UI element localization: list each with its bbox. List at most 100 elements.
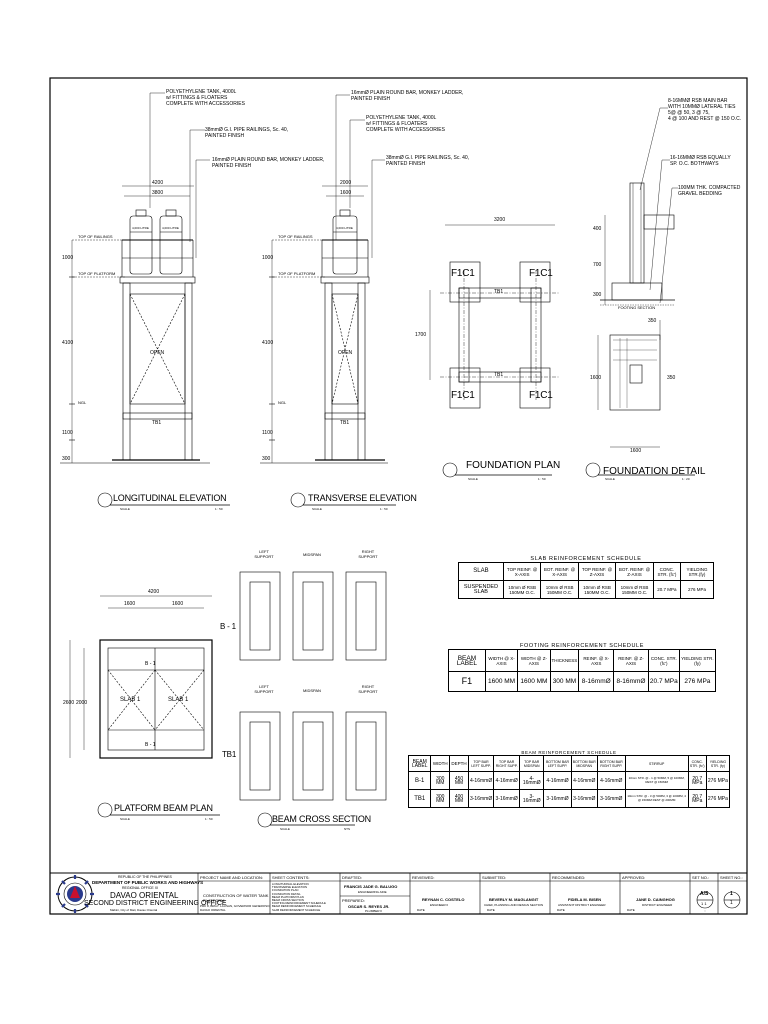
fd-dim-1600-side: 1600: [590, 375, 602, 381]
beam-r1-c6: 3-16mmØ: [543, 789, 572, 808]
fp-footing-label-tl: F1C1: [451, 268, 475, 279]
slab-cell-5: 20.7 MPa: [652, 580, 682, 599]
beam-r0-c10: 20.7 MPa: [687, 771, 707, 790]
tb-reviewed-role: ENGINEER II: [430, 903, 449, 907]
long-dim-300: 300: [62, 456, 71, 462]
tb-recommended-name: FIDELA M. BISEN: [568, 897, 602, 902]
beam-hdr-0: BEAM LABEL: [407, 755, 432, 772]
beam-r1-c9: 10mm STR. @ - 3 @ 50MM, 3 @ 100MM, 4 @ 1…: [624, 789, 689, 808]
slab-hdr-slab: SLAB: [458, 562, 504, 581]
tb-recommended-hdr: RECOMMENDED:: [552, 875, 586, 880]
long-dim-1100: 1100: [62, 430, 73, 436]
tb-set-hdr: SET NO.:: [692, 875, 710, 880]
slab-hdr-4: BOT. REINF. @ Z-AXIS: [615, 562, 654, 581]
beam-r0-c6: 4-16mmØ: [543, 771, 572, 790]
beam-hdr-2: DEPTH: [449, 755, 469, 772]
tb-office-addr: Mabini, City of Mati, Davao Oriental: [110, 908, 158, 912]
beam-hdr-5: TOP BAR MIDSPAN: [519, 755, 545, 772]
long-dim-4200: 4200: [152, 180, 164, 186]
pb-beam-top: B - 1: [145, 661, 156, 667]
long-open-label: OPEN: [150, 350, 165, 356]
slab-hdr-6: YIELDING STR.(fy): [680, 562, 714, 581]
pb-beam-bottom: B - 1: [145, 742, 156, 748]
longitudinal-elevation-drawing: [60, 92, 210, 464]
slab-schedule-title: SLAB REINFORCEMENT SCHEDULE: [530, 556, 642, 562]
beam-r0-c8: 4-16mmØ: [596, 771, 626, 790]
footing-cell-5: 8-16mmØ: [613, 671, 649, 692]
bcs-scale-right: NTS: [344, 827, 350, 831]
long-tank-label-2: 4,000 LITRE: [162, 226, 179, 230]
slab-cell-3: 10mm Ø RSB 150MM O.C.: [577, 580, 617, 599]
fp-footing-label-tr: F1C1: [529, 268, 553, 279]
footing-hdr-2: WIDTH @ Z-AXIS: [517, 649, 551, 672]
fp-dim-1700: 1700: [415, 332, 427, 338]
fd-dim-350-top: 350: [648, 318, 657, 324]
footing-cell-2: 1600 MM: [517, 671, 551, 692]
beam-r0-c1: 300 MM: [430, 771, 451, 790]
slab-hdr-5: CONC. STR. (fc'): [652, 562, 682, 581]
fp-footing-label-bl: F1C1: [451, 390, 475, 401]
tb-set-bot: 1 1: [701, 901, 707, 906]
pb-scale-left: SCALE: [120, 817, 130, 821]
trans-level-platform: TOP OF PLATFORM: [278, 271, 316, 276]
long-scale-left: SCALE: [120, 507, 130, 511]
fd-dim-1600-bottom: 1600: [630, 448, 642, 454]
beam-schedule-title: BEAM REINFORCEMENT SCHEDULE: [521, 750, 617, 755]
footing-schedule-table: FOOTING REINFORCEMENT SCHEDULE BEAM LABE…: [448, 643, 717, 692]
pb-title: PLATFORM BEAM PLAN: [114, 803, 213, 813]
long-tank-label-1: 4,000 LITRE: [132, 226, 149, 230]
trans-beam-label: TB1: [340, 420, 350, 426]
slab-cell-2: 10mm Ø RSB 150MM O.C.: [540, 580, 579, 599]
beam-r1-c2: 400 MM: [449, 789, 469, 808]
pb-dim-1600-right: 1600: [172, 601, 184, 607]
bcs-row-b1: B - 1: [220, 622, 236, 631]
beam-cross-section-drawing: [239, 571, 387, 828]
bcs-row-tb1: TB1: [222, 750, 237, 759]
beam-r0-c7: 4-16mmØ: [570, 771, 598, 790]
trans-dim-4100: 4100: [262, 340, 274, 346]
tb-set-top: A/S: [700, 891, 709, 897]
foundation-plan-drawing: [429, 224, 560, 478]
footing-cell-3: 300 MM: [549, 671, 580, 692]
beam-r1-c0: TB1: [407, 789, 432, 808]
beam-r0-c3: 4-16mmØ: [467, 771, 495, 790]
beam-r0-c2: 450 MM: [449, 771, 469, 790]
pb-scale-right: 1 : 50: [205, 817, 213, 821]
fp-footing-label-br: F1C1: [529, 390, 553, 401]
footing-hdr-3: THICKNESS: [549, 649, 580, 672]
platform-beam-plan-drawing: [69, 595, 220, 818]
trans-scale-left: SCALE: [312, 507, 322, 511]
trans-scale-right: 1 : 50: [380, 507, 388, 511]
bcs-scale-left: SCALE: [280, 827, 290, 831]
tb-reviewed-name: REYNAN C. COSTELO: [422, 897, 465, 902]
bcs-top-mid: MIDSPAN: [303, 552, 321, 557]
tb-submitted-hdr: SUBMITTED:: [482, 875, 507, 880]
trans-open-label: OPEN: [338, 350, 353, 356]
tb-approved-name: JANE D. CAINGHOG: [636, 897, 675, 902]
tb-drafted-hdr: DRAFTED:: [342, 875, 362, 880]
slab-hdr-2: BOT. REINF. @ X-AXIS: [540, 562, 579, 581]
tb-prepared-role: PLUMBER II: [365, 909, 383, 913]
trans-callout-ladder: 16mmØ PLAIN ROUND BAR, MONKEY LADDER,PAI…: [351, 90, 464, 102]
slab-cell-1: 10mm Ø RSB 150MM O.C.: [502, 580, 542, 599]
tb-approved-hdr: APPROVED:: [622, 875, 646, 880]
beam-r1-c4: 3-16mmØ: [493, 789, 521, 808]
pb-dim-2600: 2600: [63, 700, 75, 706]
tb-submitted-role: CHIEF, PLANNING AND DESIGN SECTION: [484, 903, 544, 907]
footing-cell-4: 8-16mmØ: [578, 671, 615, 692]
footing-cell-0: F1: [448, 671, 486, 692]
footing-hdr-1: WIDTH @ X-AXIS: [484, 649, 519, 672]
beam-schedule-table: BEAM REINFORCEMENT SCHEDULE BEAM LABEL W…: [407, 750, 731, 808]
fp-scale-left: SCALE: [468, 477, 478, 481]
fp-scale-right: 1 : 50: [538, 477, 546, 481]
beam-r0-c0: B-1: [407, 771, 432, 790]
trans-dim-2000: 2000: [340, 180, 352, 186]
pb-slab-right: SLAB 1: [168, 697, 189, 703]
tb-contents-hdr: SHEET CONTENTS:: [272, 875, 310, 880]
